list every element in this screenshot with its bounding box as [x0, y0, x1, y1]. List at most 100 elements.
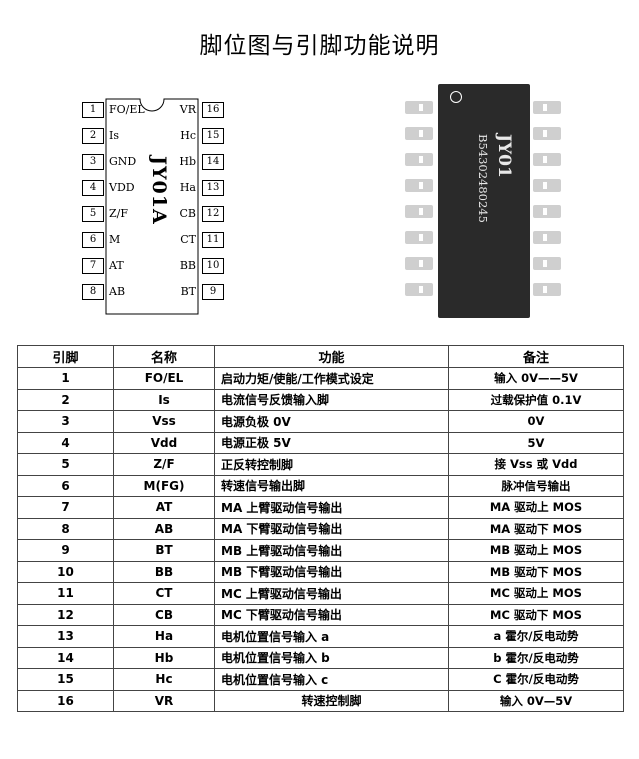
sop-lead-right — [533, 153, 561, 166]
header-function: 功能 — [214, 345, 449, 368]
dip-pin-label: Ha — [179, 181, 196, 194]
dip-pin-number: 2 — [82, 128, 104, 144]
dip-pin-number: 10 — [202, 258, 224, 274]
dip-pin-label: CB — [179, 207, 197, 220]
pin-cell: 7 — [17, 496, 114, 519]
dip-pin-number: 12 — [202, 206, 224, 222]
note-cell: b 霍尔/反电动势 — [448, 646, 624, 669]
sop-lead-left — [405, 231, 433, 244]
function-cell: MA 上臂驱动信号输出 — [214, 496, 449, 519]
pin-cell: 5 — [17, 453, 114, 476]
sop-lead-left — [405, 283, 433, 296]
note-cell: MA 驱动上 MOS — [448, 496, 624, 519]
pin-cell: 6 — [17, 474, 114, 497]
sop-lead-left — [405, 257, 433, 270]
pin-cell: 1 — [17, 367, 114, 390]
header-pin: 引脚 — [17, 345, 114, 368]
function-cell: 电机位置信号输入 b — [214, 646, 449, 669]
dip-pin-label: AT — [109, 259, 124, 272]
pin-cell: 15 — [17, 668, 114, 691]
note-cell: 输入 0V——5V — [448, 367, 624, 390]
dip-pin-label: FO/EL — [109, 103, 145, 116]
sop-lead-left — [405, 101, 433, 114]
name-cell: Z/F — [113, 453, 215, 476]
function-cell: 电源正极 5V — [214, 431, 449, 454]
sop-lead-right — [533, 283, 561, 296]
dip-pin-label: BB — [179, 259, 196, 272]
function-cell: 启动力矩/使能/工作模式设定 — [214, 367, 449, 390]
dip-pin-label: AB — [109, 285, 126, 298]
function-cell: MA 下臂驱动信号输出 — [214, 517, 449, 540]
dip-package-outline — [105, 98, 199, 315]
sop-lead-left — [405, 153, 433, 166]
function-cell: MC 上臂驱动信号输出 — [214, 582, 449, 605]
pin-cell: 16 — [17, 689, 114, 712]
dip-pin-label: Hc — [180, 129, 196, 142]
name-cell: Hc — [113, 668, 215, 691]
dip-pin-label: Z/F — [109, 207, 128, 220]
function-cell: 电机位置信号输入 c — [214, 668, 449, 691]
dip-pin-number: 1 — [82, 102, 104, 118]
sop-lead-right — [533, 231, 561, 244]
pin-cell: 12 — [17, 603, 114, 626]
dip-pin-number: 16 — [202, 102, 224, 118]
dip-pin-number: 11 — [202, 232, 224, 248]
note-cell: MB 驱动上 MOS — [448, 539, 624, 562]
dip-pin-number: 14 — [202, 154, 224, 170]
pin-cell: 3 — [17, 410, 114, 433]
function-cell: 转速信号输出脚 — [214, 474, 449, 497]
function-cell: 转速控制脚 — [214, 689, 449, 712]
sop-lead-left — [405, 179, 433, 192]
dip-pin-label: M — [109, 233, 121, 246]
note-cell: MB 驱动下 MOS — [448, 560, 624, 583]
function-cell: MB 下臂驱动信号输出 — [214, 560, 449, 583]
name-cell: Vdd — [113, 431, 215, 454]
name-cell: CT — [113, 582, 215, 605]
dip-pin-number: 4 — [82, 180, 104, 196]
dip-pin-number: 5 — [82, 206, 104, 222]
pin-cell: 2 — [17, 388, 114, 411]
note-cell: 5V — [448, 431, 624, 454]
pin-cell: 9 — [17, 539, 114, 562]
note-cell: 输入 0V—5V — [448, 689, 624, 712]
name-cell: FO/EL — [113, 367, 215, 390]
pin-cell: 8 — [17, 517, 114, 540]
note-cell: a 霍尔/反电动势 — [448, 625, 624, 648]
note-cell: MC 驱动上 MOS — [448, 582, 624, 605]
dip-pin-label: BT — [180, 285, 196, 298]
pin-cell: 13 — [17, 625, 114, 648]
page-title: 脚位图与引脚功能说明 — [199, 33, 440, 59]
pin-cell: 4 — [17, 431, 114, 454]
sop-lead-right — [533, 179, 561, 192]
name-cell: AT — [113, 496, 215, 519]
dip-pin-label: CT — [180, 233, 196, 246]
chip-name: JY01A — [148, 156, 170, 225]
name-cell: AB — [113, 517, 215, 540]
sop-lead-left — [405, 205, 433, 218]
sop-marking-code: B54302480245 — [476, 134, 490, 223]
sop-lead-left — [405, 127, 433, 140]
sop-chip-body: JY01 B54302480245 — [438, 84, 530, 318]
pin-cell: 14 — [17, 646, 114, 669]
dip-pin-number: 13 — [202, 180, 224, 196]
dip-pin-number: 3 — [82, 154, 104, 170]
note-cell: 脉冲信号输出 — [448, 474, 624, 497]
sop-package-image: JY01 B54302480245 — [405, 84, 563, 318]
note-cell: 0V — [448, 410, 624, 433]
dip-pin-number: 6 — [82, 232, 104, 248]
